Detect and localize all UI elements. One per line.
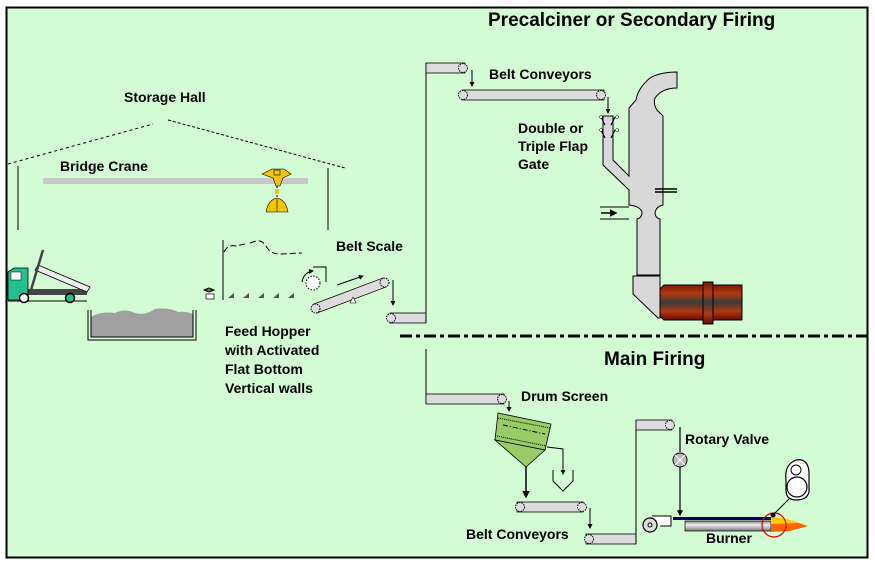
label-flap-gate: Double or Triple Flap Gate	[518, 120, 589, 172]
label-feed-hopper: Feed Hopper with Activated Flat Bottom V…	[225, 323, 320, 396]
receiving-bunker	[87, 308, 197, 341]
drum-screen-feed-conveyor	[425, 349, 512, 412]
label-bridge-crane: Bridge Crane	[60, 158, 148, 174]
belt-scale-conveyor	[310, 274, 396, 314]
rotary-kiln	[659, 281, 743, 325]
coal-mill-icon	[785, 459, 810, 501]
bridge-crane	[43, 168, 308, 213]
label-belt-conveyors-top: Belt Conveyors	[489, 66, 592, 82]
blower-icon	[642, 515, 672, 533]
label-storage-hall: Storage Hall	[124, 89, 206, 105]
label-burner: Burner	[706, 530, 752, 546]
transfer-conveyor	[386, 62, 611, 324]
storage-hall	[7, 119, 346, 230]
crane-hook-icon	[261, 168, 292, 213]
belt-conveyors-lower	[515, 419, 675, 545]
section-title-precalciner: Precalciner or Secondary Firing	[488, 10, 776, 31]
label-rotary-valve: Rotary Valve	[685, 431, 770, 447]
feed-hopper	[202, 240, 327, 300]
diagram-frame	[5, 6, 869, 559]
rotary-valve-icon	[672, 427, 688, 517]
label-drum-screen: Drum Screen	[521, 388, 609, 404]
section-title-main-firing: Main Firing	[604, 349, 706, 370]
precalciner-vessel	[599, 71, 678, 319]
label-belt-conveyors-bottom: Belt Conveyors	[466, 526, 569, 542]
dump-truck-icon	[7, 249, 91, 304]
flap-gate-icon	[599, 115, 619, 139]
label-belt-scale: Belt Scale	[336, 238, 403, 254]
drum-screen-icon	[493, 412, 574, 499]
